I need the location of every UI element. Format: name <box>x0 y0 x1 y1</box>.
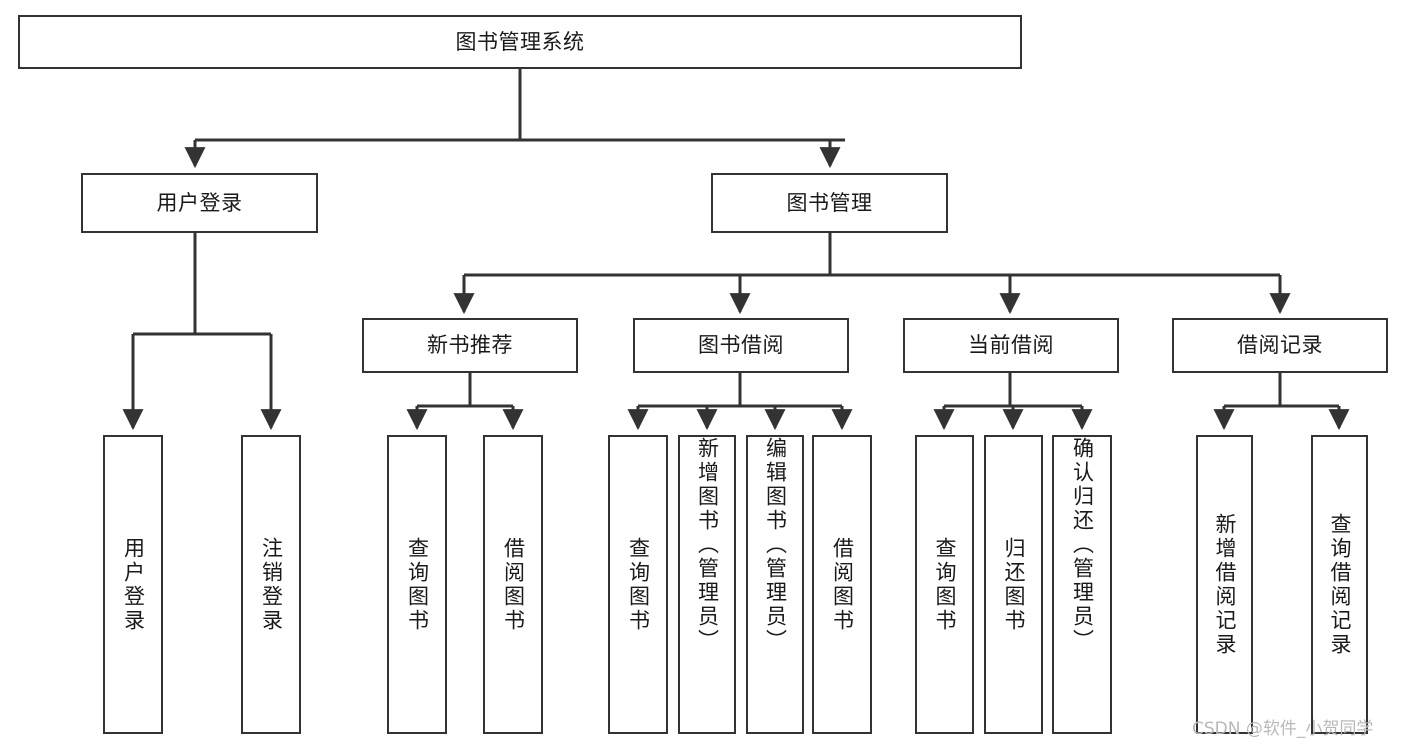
node-root[interactable]: 图书管理系统 <box>18 15 1022 69</box>
node-root-label: 图书管理系统 <box>455 29 585 54</box>
node-leaf-borrow-book-1[interactable]: 借阅图书 <box>483 435 543 734</box>
node-leaf-add-record[interactable]: 新增借阅记录 <box>1196 435 1253 734</box>
edge-group-current-borrow <box>933 373 1093 431</box>
node-leaf-query-book-2[interactable]: 查询图书 <box>608 435 668 734</box>
node-leaf-query-record-label: 查询借阅记录 <box>1328 512 1352 657</box>
node-leaf-borrow-book-2-label: 借阅图书 <box>830 536 855 633</box>
node-book-borrow[interactable]: 图书借阅 <box>633 318 849 373</box>
node-leaf-query-record[interactable]: 查询借阅记录 <box>1311 435 1368 734</box>
edge-group-login <box>122 233 282 431</box>
node-new-book-recommend-label: 新书推荐 <box>427 333 513 358</box>
node-leaf-query-book-2-label: 查询图书 <box>626 536 651 633</box>
node-leaf-add-record-label: 新增借阅记录 <box>1213 512 1237 657</box>
node-leaf-edit-book[interactable]: 编辑图书（管理员） <box>746 435 804 734</box>
edge-group-new-book-rec <box>406 373 524 431</box>
node-new-book-recommend[interactable]: 新书推荐 <box>362 318 578 373</box>
node-leaf-return-book[interactable]: 归还图书 <box>984 435 1043 734</box>
node-leaf-user-login-label: 用户登录 <box>121 536 146 633</box>
edge-group-book-borrow <box>627 373 853 431</box>
node-borrow-record-label: 借阅记录 <box>1237 333 1323 358</box>
node-leaf-logout-label: 注销登录 <box>259 536 284 633</box>
node-leaf-query-book-1[interactable]: 查询图书 <box>387 435 447 734</box>
node-leaf-add-book[interactable]: 新增图书（管理员） <box>678 435 736 734</box>
node-book-manage-label: 图书管理 <box>786 190 873 215</box>
node-leaf-user-login[interactable]: 用户登录 <box>103 435 163 734</box>
node-current-borrow[interactable]: 当前借阅 <box>903 318 1119 373</box>
node-leaf-edit-book-label: 编辑图书（管理员） <box>763 437 788 653</box>
edge-group-root <box>184 69 845 169</box>
node-user-login-label: 用户登录 <box>156 190 243 215</box>
node-leaf-confirm-return-label: 确认归还（管理员） <box>1070 437 1095 653</box>
node-book-borrow-label: 图书借阅 <box>698 333 784 358</box>
node-leaf-query-book-3-label: 查询图书 <box>933 536 957 633</box>
edge-group-borrow-record <box>1213 373 1350 431</box>
node-leaf-query-book-1-label: 查询图书 <box>405 536 430 633</box>
node-borrow-record[interactable]: 借阅记录 <box>1172 318 1388 373</box>
node-leaf-borrow-book-1-label: 借阅图书 <box>501 536 526 633</box>
node-leaf-return-book-label: 归还图书 <box>1002 536 1026 633</box>
node-current-borrow-label: 当前借阅 <box>968 333 1054 358</box>
node-leaf-borrow-book-2[interactable]: 借阅图书 <box>812 435 872 734</box>
node-leaf-add-book-label: 新增图书（管理员） <box>695 437 720 653</box>
node-leaf-confirm-return[interactable]: 确认归还（管理员） <box>1052 435 1112 734</box>
node-leaf-query-book-3[interactable]: 查询图书 <box>915 435 974 734</box>
node-user-login[interactable]: 用户登录 <box>81 173 318 233</box>
edge-group-book-manage <box>453 233 1291 315</box>
node-book-manage[interactable]: 图书管理 <box>711 173 948 233</box>
node-leaf-logout[interactable]: 注销登录 <box>241 435 301 734</box>
